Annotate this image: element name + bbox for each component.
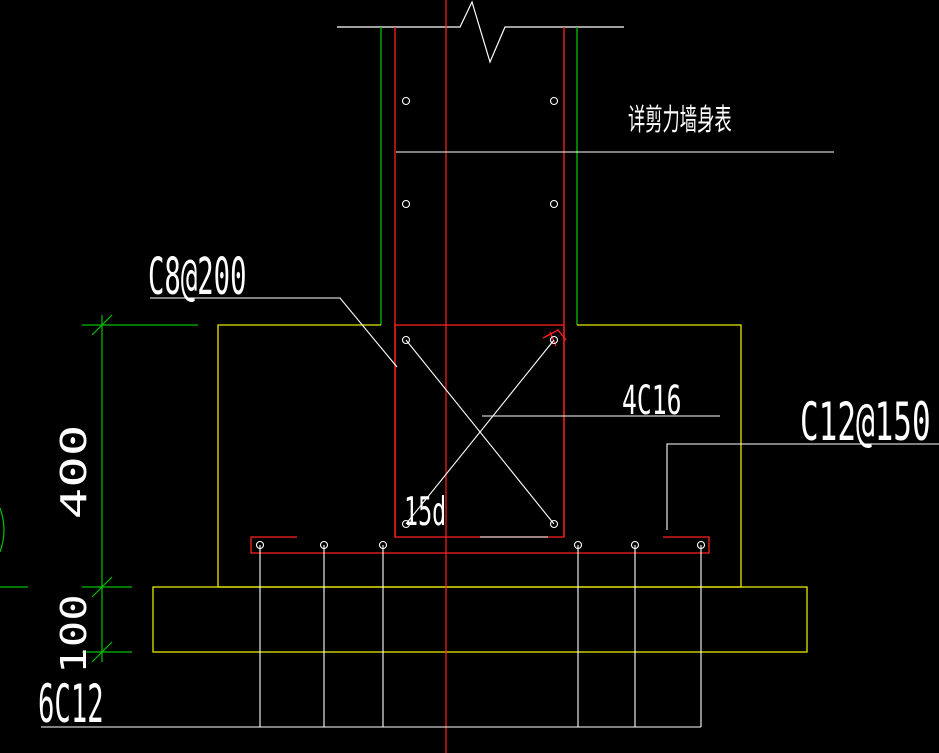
bottom-rebar (250, 536, 710, 554)
rebar-dot (319, 540, 329, 550)
rebar-dot (549, 199, 559, 209)
dimension-100-label: 100 (54, 594, 95, 674)
bottom-bars-label: 6C12 (38, 673, 104, 735)
stirrup-label: C8@200 (148, 247, 246, 307)
break-line (337, 0, 624, 64)
rebar-dot (549, 335, 559, 345)
corner-bars-label: 4C16 (622, 377, 681, 424)
bottom-bar-leaders (259, 545, 702, 727)
wall-vertical-rebar (394, 27, 565, 537)
rebar-dots (255, 96, 706, 550)
rebar-dot (378, 540, 388, 550)
rebar-dot (401, 96, 411, 106)
rebar-dot (549, 519, 559, 529)
dimension-400-label: 400 (53, 425, 95, 520)
rebar-dot (401, 335, 411, 345)
rebar-dot (255, 540, 265, 550)
wall-table-note: 详剪力墙身表 (628, 102, 732, 138)
rebar-dot (630, 540, 640, 550)
rebar-dot (696, 540, 706, 550)
rebar-dot (401, 519, 411, 529)
leader-lines (41, 151, 939, 728)
cross-ties (405, 339, 555, 525)
anchorage-label: 15d (404, 488, 446, 534)
dimension-lines (0, 314, 198, 663)
rebar-dot (549, 96, 559, 106)
rebar-dot (573, 540, 583, 550)
side-bar-label: C12@150 (800, 393, 931, 454)
footing-outline (152, 324, 808, 653)
wall-outline (380, 27, 578, 325)
rebar-dot (401, 199, 411, 209)
